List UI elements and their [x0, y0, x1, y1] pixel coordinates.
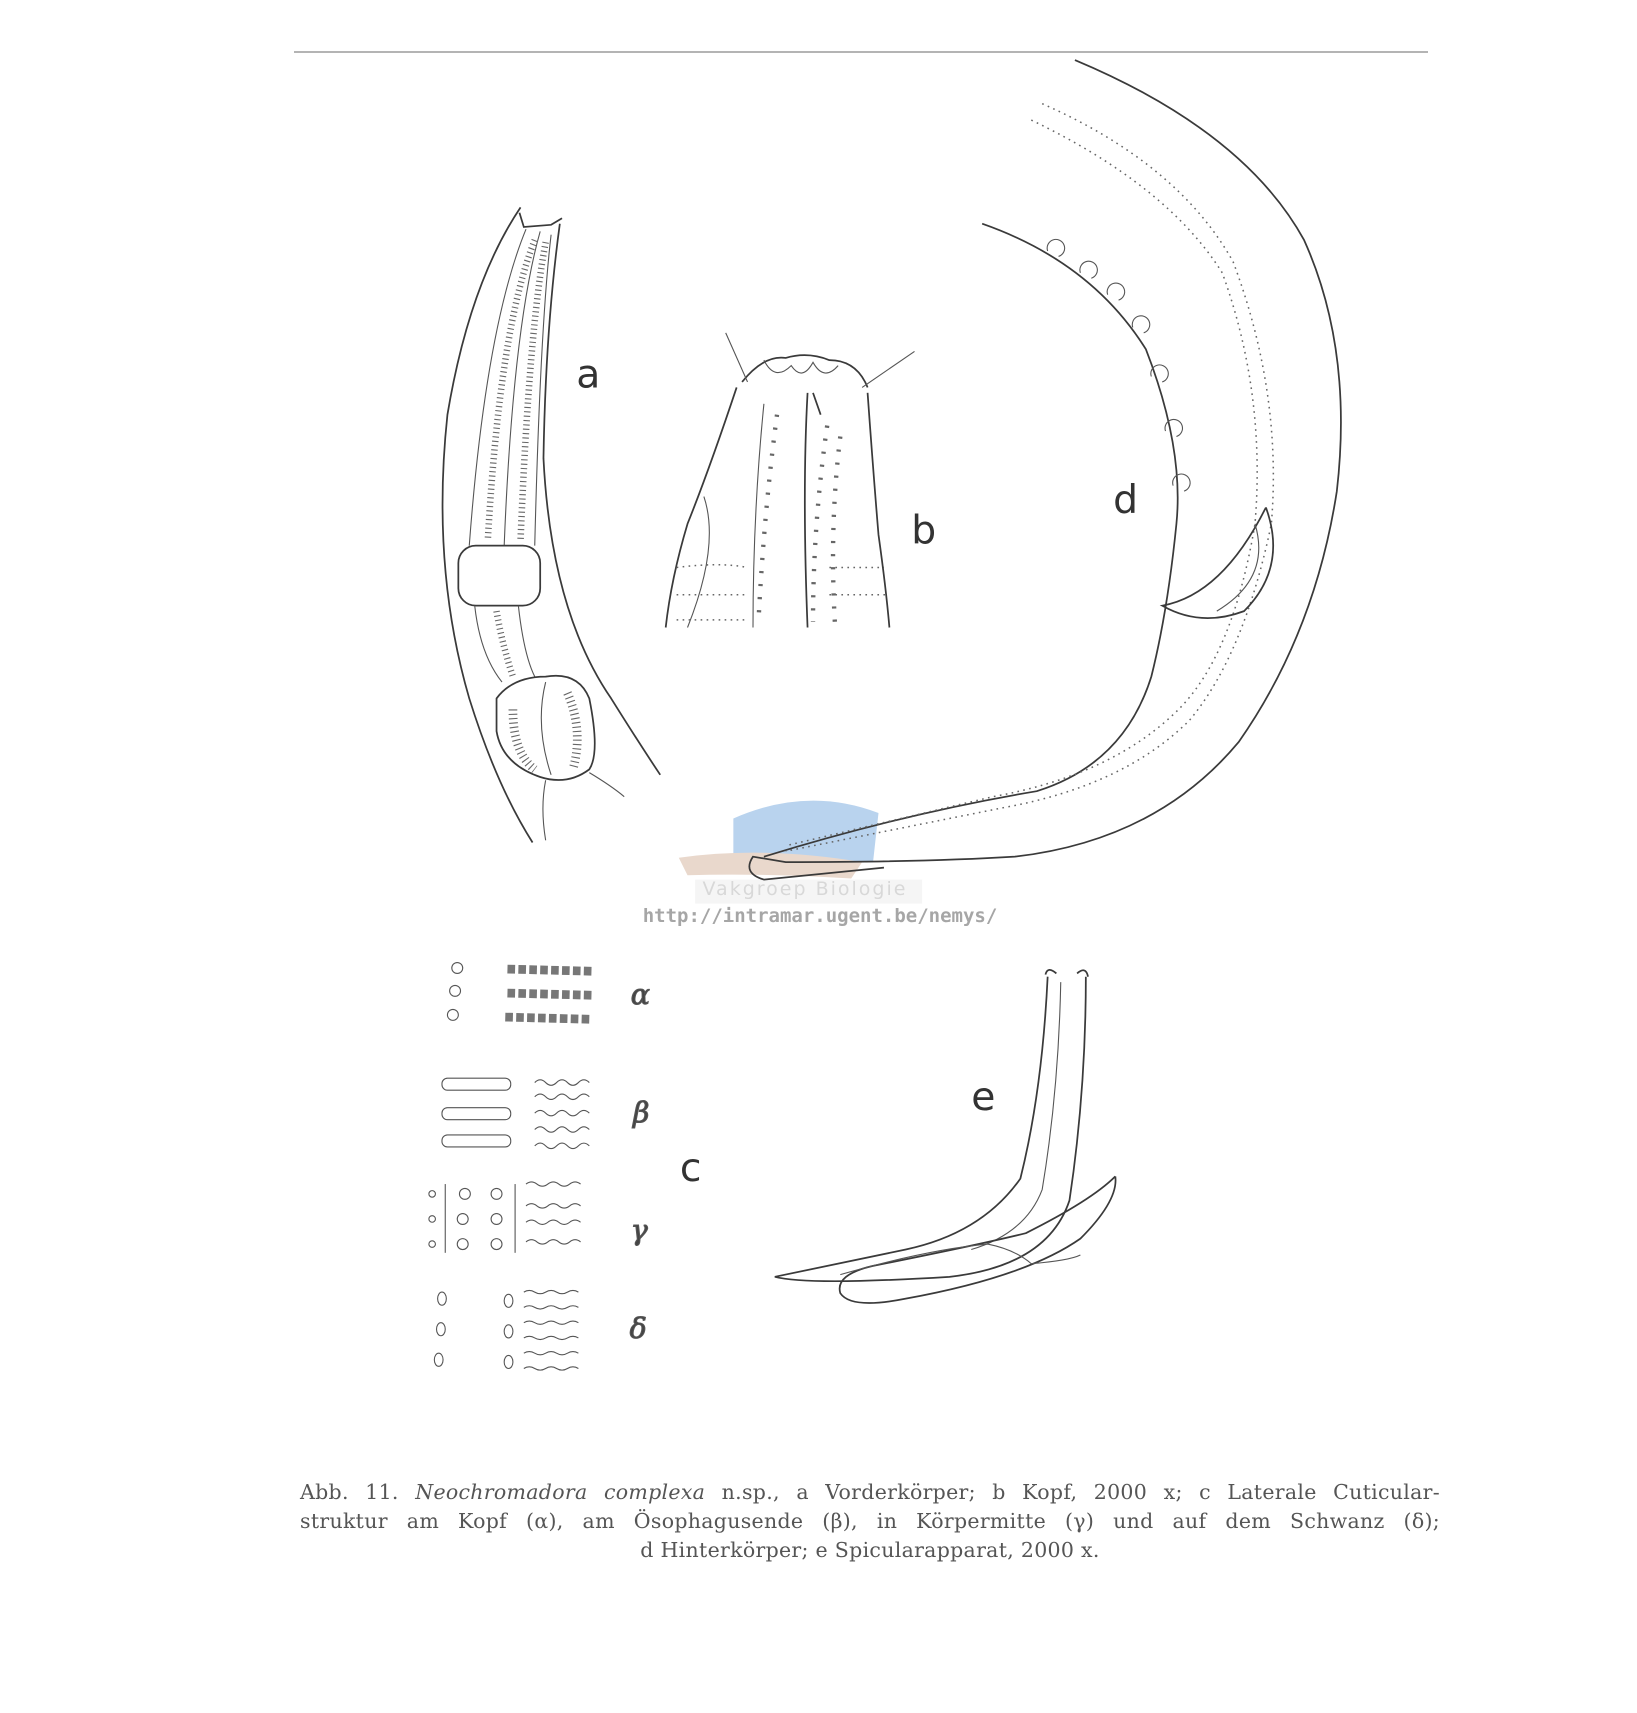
sub-label-delta: δ — [630, 1312, 647, 1345]
panel-label-b: b — [911, 508, 936, 553]
cuticle-beta: β — [441, 1077, 650, 1150]
panel-e-spicular-apparatus: e — [774, 969, 1117, 1304]
caption-line-1-rest: n.sp., a Vorderkörper; b Kopf, 2000 x; c… — [721, 1480, 1440, 1504]
panel-label-c: c — [680, 1146, 702, 1191]
caption-line-3: d Hinterkörper; e Spicularapparat, 2000 … — [640, 1538, 1100, 1562]
caption-species: Neochromadora complexa — [415, 1480, 706, 1504]
caption-prefix: Abb. 11. — [300, 1480, 399, 1504]
cuticle-alpha: α — [446, 961, 650, 1024]
panel-label-a: a — [576, 352, 600, 397]
panel-a-anterior-body: a — [441, 206, 661, 843]
panel-d-posterior-body: d — [748, 59, 1342, 881]
panel-label-d: d — [1113, 478, 1138, 523]
watermark-vakgroep: Vakgroep Biologie — [702, 878, 908, 900]
watermark-logo — [678, 800, 923, 904]
cuticle-gamma: γ — [428, 1181, 648, 1253]
cuticle-delta: δ — [433, 1289, 647, 1371]
panel-c-cuticle-structure: α β γ δ c — [428, 961, 702, 1371]
sub-label-alpha: α — [631, 978, 650, 1011]
panel-b-head: b — [664, 332, 936, 628]
caption-line-2: struktur am Kopf (α), am Ösophagusende (… — [300, 1509, 1440, 1533]
sub-label-gamma: γ — [631, 1214, 648, 1247]
panel-label-e: e — [971, 1075, 995, 1120]
caption-line-1: Abb. 11. Neochromadora complexa n.sp., a… — [300, 1478, 1440, 1507]
figure-caption: Abb. 11. Neochromadora complexa n.sp., a… — [300, 1478, 1440, 1565]
watermark-url: http://intramar.ugent.be/nemys/ — [642, 905, 998, 927]
sub-label-beta: β — [632, 1096, 649, 1129]
